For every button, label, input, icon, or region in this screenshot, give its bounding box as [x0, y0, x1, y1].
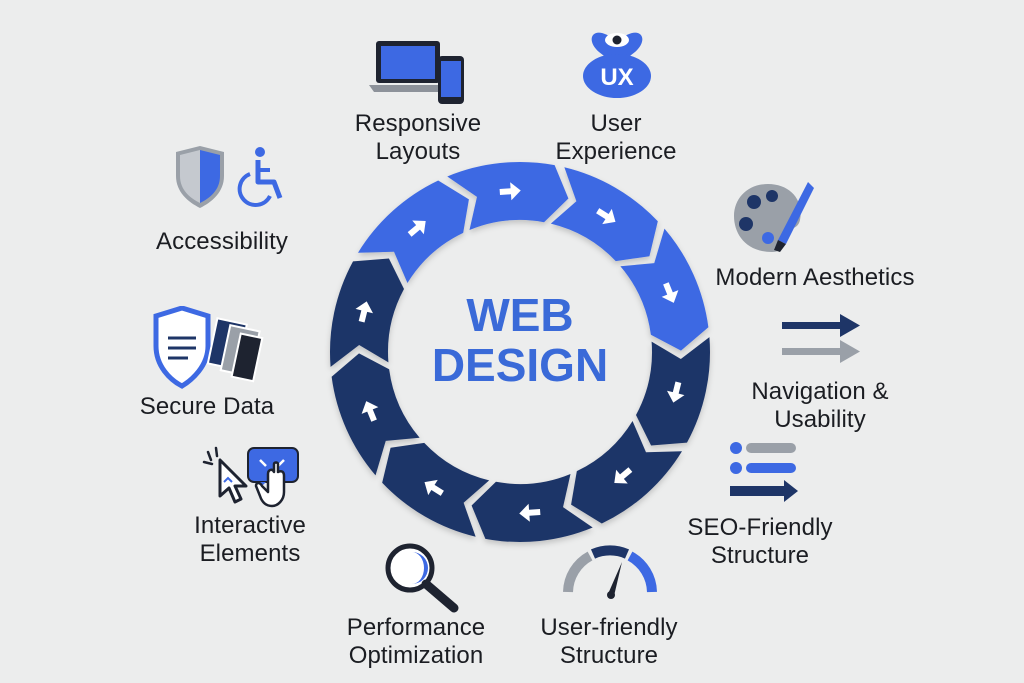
ring-arrow-icon [499, 182, 521, 201]
magnifier-icon [385, 543, 459, 613]
feature-seo-friendly-structure: SEO-Friendly Structure [687, 514, 832, 570]
arrows-icon [782, 314, 860, 363]
ring-segment [636, 337, 711, 446]
feature-responsive-layouts: Responsive Layouts [355, 110, 481, 166]
feature-label-line1: SEO-Friendly [687, 514, 833, 541]
laptop-phone-icon [369, 41, 464, 104]
ring-segment [330, 258, 404, 367]
feature-label-line2: Experience [555, 138, 677, 165]
center-title-line2: DESIGN [431, 339, 609, 391]
feature-label-line1: Accessibility [156, 228, 288, 255]
feature-label-line1: User-friendly [540, 614, 678, 641]
feature-user-friendly-structure: User-friendly Structure [540, 614, 677, 670]
ring-arrow-icon [667, 381, 685, 403]
ring-arrow-icon [661, 282, 679, 303]
feature-label-line2: Optimization [348, 642, 484, 669]
feature-label-line1: Performance [346, 614, 486, 641]
ring-segment [471, 473, 593, 542]
feature-label-line2: Structure [710, 542, 810, 569]
center-title: WEB DESIGN [432, 290, 608, 390]
feature-label-line2: Usability [774, 406, 866, 433]
feature-interactive-elements: Interactive Elements [194, 512, 306, 568]
feature-label-line2: Elements [199, 540, 301, 567]
ring-arrow-icon [614, 467, 633, 484]
feature-user-experience: User Experience [555, 110, 676, 166]
speedometer-icon [563, 545, 657, 599]
feature-label-line1: User [590, 110, 642, 137]
shield-wheelchair-icon [176, 146, 283, 208]
feature-label-line1: Secure Data [139, 393, 275, 420]
ring-segment [447, 161, 569, 231]
feature-label-line1: Modern Aesthetics [715, 264, 915, 291]
ring-arrow-icon [519, 503, 541, 522]
feature-navigation-usability: Navigation & Usability [751, 378, 888, 434]
shield-cards-icon [153, 306, 264, 389]
ux-eye-heart-icon: UX [583, 32, 651, 98]
feature-performance-optimization: Performance Optimization [347, 614, 486, 670]
ring-segment [331, 353, 420, 476]
feature-label-line1: Interactive [194, 512, 306, 539]
list-bars-icon [730, 442, 798, 502]
ring-arrow-icon [424, 479, 444, 496]
palette-brush-icon [734, 182, 814, 252]
feature-secure-data: Secure Data [140, 393, 275, 421]
feature-modern-aesthetics: Modern Aesthetics [715, 264, 914, 292]
feature-label-line2: Layouts [375, 138, 461, 165]
ring-arrow-icon [596, 208, 616, 225]
feature-accessibility: Accessibility [156, 228, 288, 256]
ring-arrow-icon [407, 220, 426, 237]
ux-badge-text: UX [600, 64, 633, 91]
ring-arrow-icon [361, 401, 379, 422]
center-title-line1: WEB [466, 289, 574, 341]
feature-label-line1: Responsive [354, 110, 482, 137]
feature-label-line2: Structure [559, 642, 659, 669]
feature-label-line1: Navigation & [751, 378, 889, 405]
ring-arrow-icon [355, 301, 373, 323]
cursor-chat-icon [202, 446, 299, 508]
ring-segment [620, 228, 709, 351]
